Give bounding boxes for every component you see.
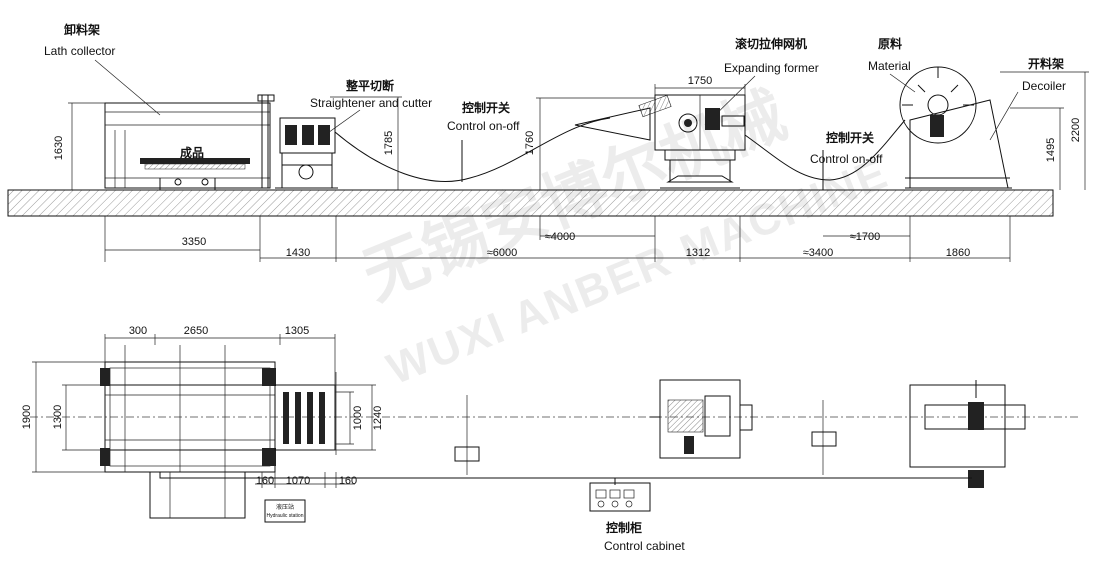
side-view: 卸料架 Lath collector 成品 整平切断 Straightener …: [7, 22, 1089, 262]
decoiler-side: [899, 66, 1012, 189]
dim-2650: 2650: [184, 325, 208, 337]
lath-collector-label-en: Lath collector: [44, 44, 115, 58]
control2-label-zh: 控制开关: [826, 130, 874, 145]
dim-1000: 1000: [352, 406, 364, 430]
feed-guide: [574, 107, 651, 141]
floor-slab: [7, 189, 1054, 217]
straightener-cutter-side: [275, 117, 338, 189]
height-1760: 1760: [524, 131, 536, 155]
height-1785: 1785: [383, 131, 395, 155]
expanding-former-leader: [704, 75, 756, 126]
lath-collector-side: [104, 94, 275, 190]
straightener-label-zh: 整平切断: [345, 78, 394, 93]
length-1700: ≈1700: [850, 231, 881, 243]
material-label-en: Material: [868, 59, 911, 73]
dim-1900: 1900: [21, 405, 33, 429]
cable-run: [159, 472, 972, 479]
control1-label-en: Control on-off: [447, 119, 520, 133]
control-cabinet: [589, 482, 651, 512]
dim-300: 300: [129, 325, 147, 337]
length-1312: 1312: [686, 247, 710, 259]
hydraulic-station: 液压站 Hydraulic station: [264, 499, 306, 523]
control-cabinet-label-en: Control cabinet: [604, 539, 685, 553]
side-length-dimensions: 3350 1430 ≈6000 ≈4000 1312 ≈3400 ≈1700 1…: [104, 216, 1011, 262]
top-view: 液压站 Hydraulic station: [21, 325, 1080, 553]
decoiler-label-zh: 开料架: [1028, 56, 1064, 71]
dim-1305: 1305: [285, 325, 309, 337]
dim-160-right: 160: [339, 475, 357, 487]
control2-label-en: Control on-off: [810, 152, 883, 166]
height-1630: 1630: [53, 136, 65, 160]
lath-collector-top: [100, 345, 276, 519]
decoiler-leader: [989, 91, 1019, 141]
side-height-dimensions: 1630 1785 1760 1750 1495 2200: [53, 71, 1089, 190]
dim-160-left: 160: [256, 475, 274, 487]
decoiler-top: [909, 380, 1026, 488]
expanding-former-label-en: Expanding former: [724, 61, 819, 75]
lath-collector-leader: [94, 59, 161, 116]
straightener-label-en: Straightener and cutter: [310, 96, 432, 110]
product-label-zh: 成品: [180, 145, 204, 160]
lath-collector-label-zh: 卸料架: [64, 22, 100, 37]
length-3400: ≈3400: [803, 247, 834, 259]
length-4000: ≈4000: [545, 231, 576, 243]
strip-loop-1: [334, 117, 611, 182]
expanding-former-side: [638, 94, 746, 189]
dim-1070: 1070: [286, 475, 310, 487]
dim-1300: 1300: [52, 405, 64, 429]
straightener-top: [274, 372, 337, 455]
height-2200: 2200: [1070, 118, 1082, 142]
expanding-former-top: [650, 379, 753, 459]
material-leader: [889, 73, 916, 93]
control-box-1-top: [454, 446, 480, 462]
control-box-2-top: [811, 431, 837, 447]
length-1430: 1430: [286, 247, 310, 259]
height-1495: 1495: [1045, 138, 1057, 162]
strip-loop-2: [744, 119, 906, 181]
height-1750: 1750: [688, 75, 712, 87]
hydraulic-label-zh: 液压站: [276, 503, 294, 511]
top-view-dimensions: 300 2650 1305 1900 1300 1000 1240: [21, 325, 384, 488]
length-6000: ≈6000: [487, 247, 518, 259]
dim-1240: 1240: [372, 406, 384, 430]
length-3350: 3350: [182, 236, 206, 248]
length-1860: 1860: [946, 247, 970, 259]
hydraulic-label-en: Hydraulic station: [267, 513, 304, 519]
expanding-former-label-zh: 滚切拉伸网机: [735, 36, 807, 51]
straightener-leader: [324, 109, 361, 136]
control-cabinet-label-zh: 控制柜: [606, 520, 642, 535]
decoiler-label-en: Decoiler: [1022, 79, 1066, 93]
control1-label-zh: 控制开关: [462, 100, 510, 115]
material-label-zh: 原料: [878, 36, 902, 51]
